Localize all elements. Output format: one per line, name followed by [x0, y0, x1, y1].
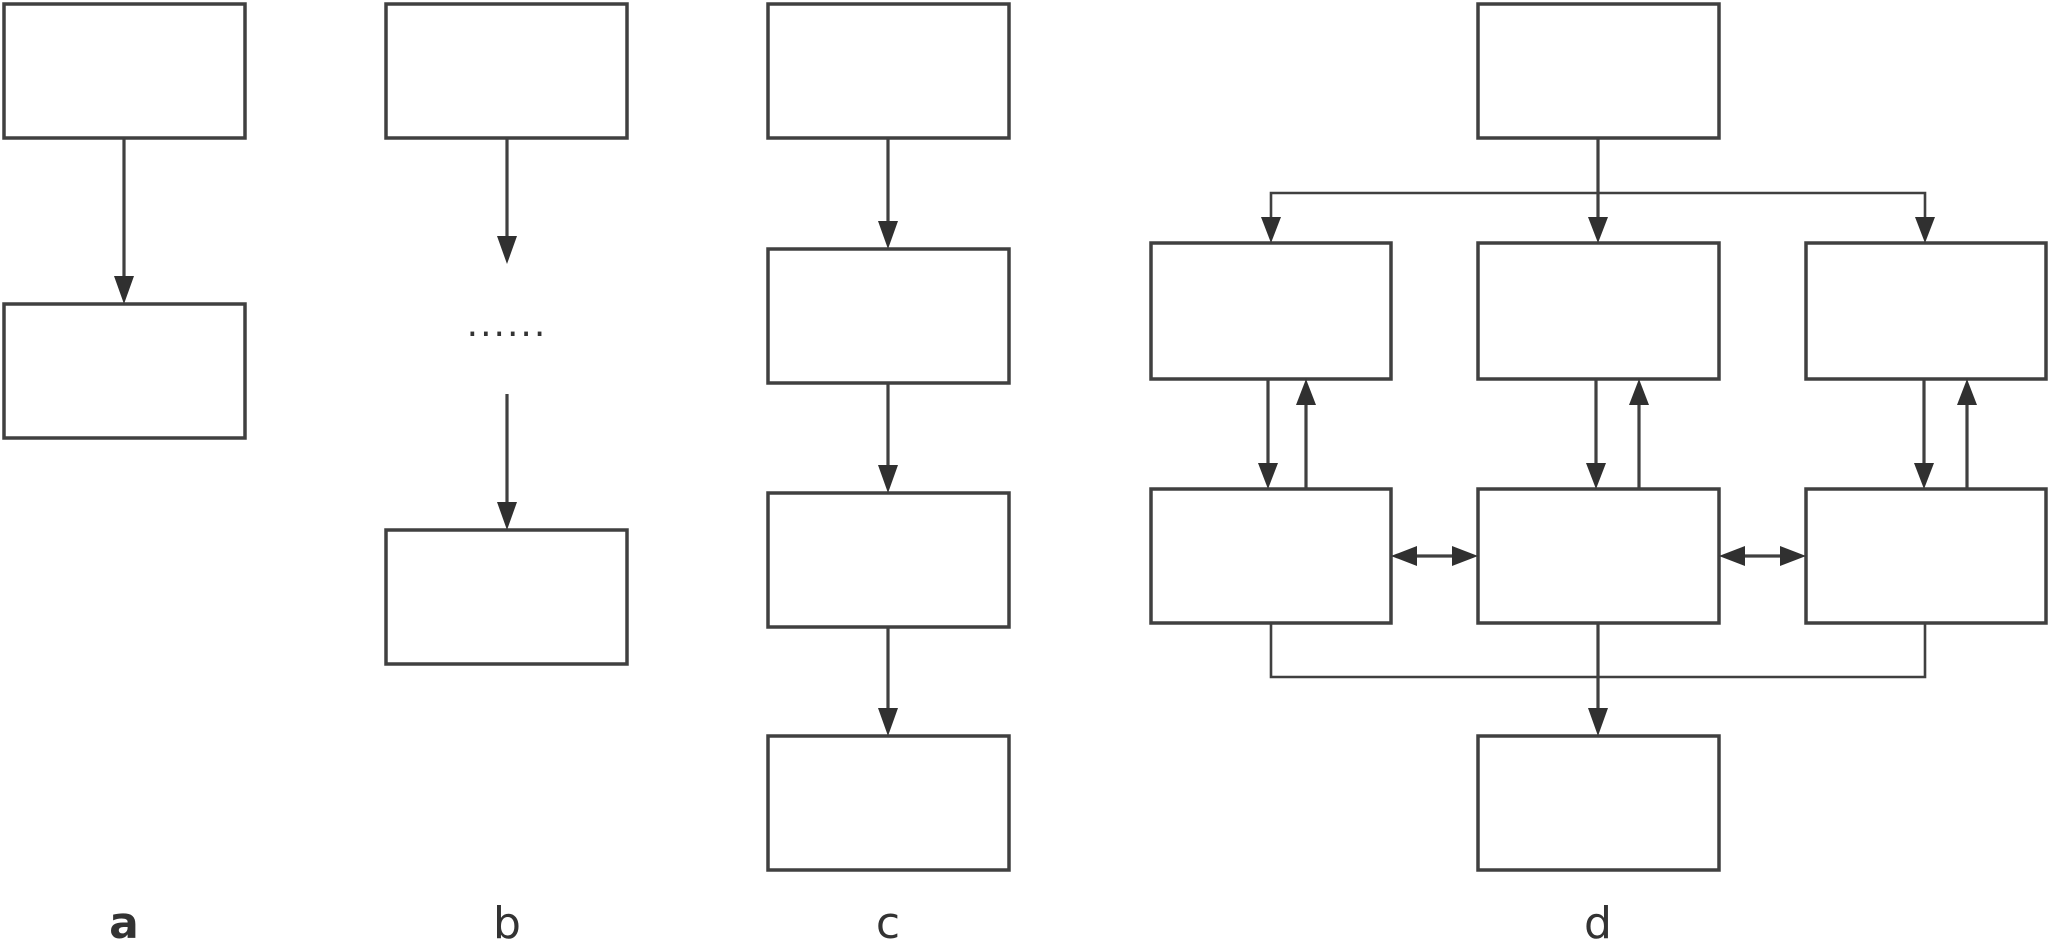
panel-d-arrowhead-to-sink: [1588, 708, 1608, 736]
panel-c-arrowhead-3: [878, 708, 898, 736]
panel-d-box-lower-left: [1149, 487, 1393, 625]
panel-b-arrowhead-upper: [497, 236, 517, 264]
panel-b-box-bottom: [384, 528, 629, 666]
panel-d-arrowhead-to-upper-middle: [1588, 217, 1608, 243]
panel-d-box-upper-right: [1804, 241, 2048, 381]
panel-d-arrowhead-to-upper-left: [1261, 217, 1281, 243]
panel-c-label: c: [876, 898, 900, 944]
panel-a-box-bottom: [2, 302, 247, 440]
panel-a-arrowhead: [114, 276, 134, 304]
panel-b-arrowhead-lower: [497, 502, 517, 530]
panel-d-box-source: [1476, 2, 1721, 140]
panel-c-arrowhead-2: [878, 465, 898, 493]
panel-d: d: [1149, 2, 2048, 944]
panel-d-bidir-left-head-b: [1452, 546, 1478, 566]
panel-d-middle-down-arrowhead: [1586, 463, 1606, 489]
panel-d-left-down-arrowhead: [1258, 463, 1278, 489]
panel-c-box-3: [766, 491, 1011, 629]
panel-d-box-lower-right: [1804, 487, 2048, 625]
panel-b-label: b: [493, 898, 521, 944]
panel-c-box-1: [766, 2, 1011, 140]
panel-c-box-2: [766, 247, 1011, 385]
panel-d-bidir-left-head-a: [1391, 546, 1417, 566]
panel-d-distribution-bus: [1269, 191, 1927, 219]
panel-d-right-down-arrowhead: [1914, 463, 1934, 489]
panel-d-middle-up-arrowhead: [1629, 379, 1649, 405]
panel-a-label: a: [109, 898, 139, 944]
panel-d-box-upper-left: [1149, 241, 1393, 381]
panel-c-arrowhead-1: [878, 221, 898, 249]
panel-d-left-up-arrowhead: [1296, 379, 1316, 405]
panel-b: ...... b: [384, 2, 629, 944]
panel-b-box-top: [384, 2, 629, 140]
panel-d-bidir-right-head-b: [1780, 546, 1806, 566]
panel-d-box-lower-middle: [1476, 487, 1721, 625]
panel-d-right-up-arrowhead: [1957, 379, 1977, 405]
panel-c: c: [766, 2, 1011, 944]
panel-b-ellipsis: ......: [467, 304, 548, 345]
panel-d-arrowhead-to-upper-right: [1915, 217, 1935, 243]
panel-a-box-top: [2, 2, 247, 140]
panel-d-bidir-right-head-a: [1719, 546, 1745, 566]
panel-d-label: d: [1584, 898, 1612, 944]
panel-c-box-4: [766, 734, 1011, 872]
panel-a: a: [2, 2, 247, 944]
panel-d-box-sink: [1476, 734, 1721, 872]
panel-d-box-upper-middle: [1476, 241, 1721, 381]
